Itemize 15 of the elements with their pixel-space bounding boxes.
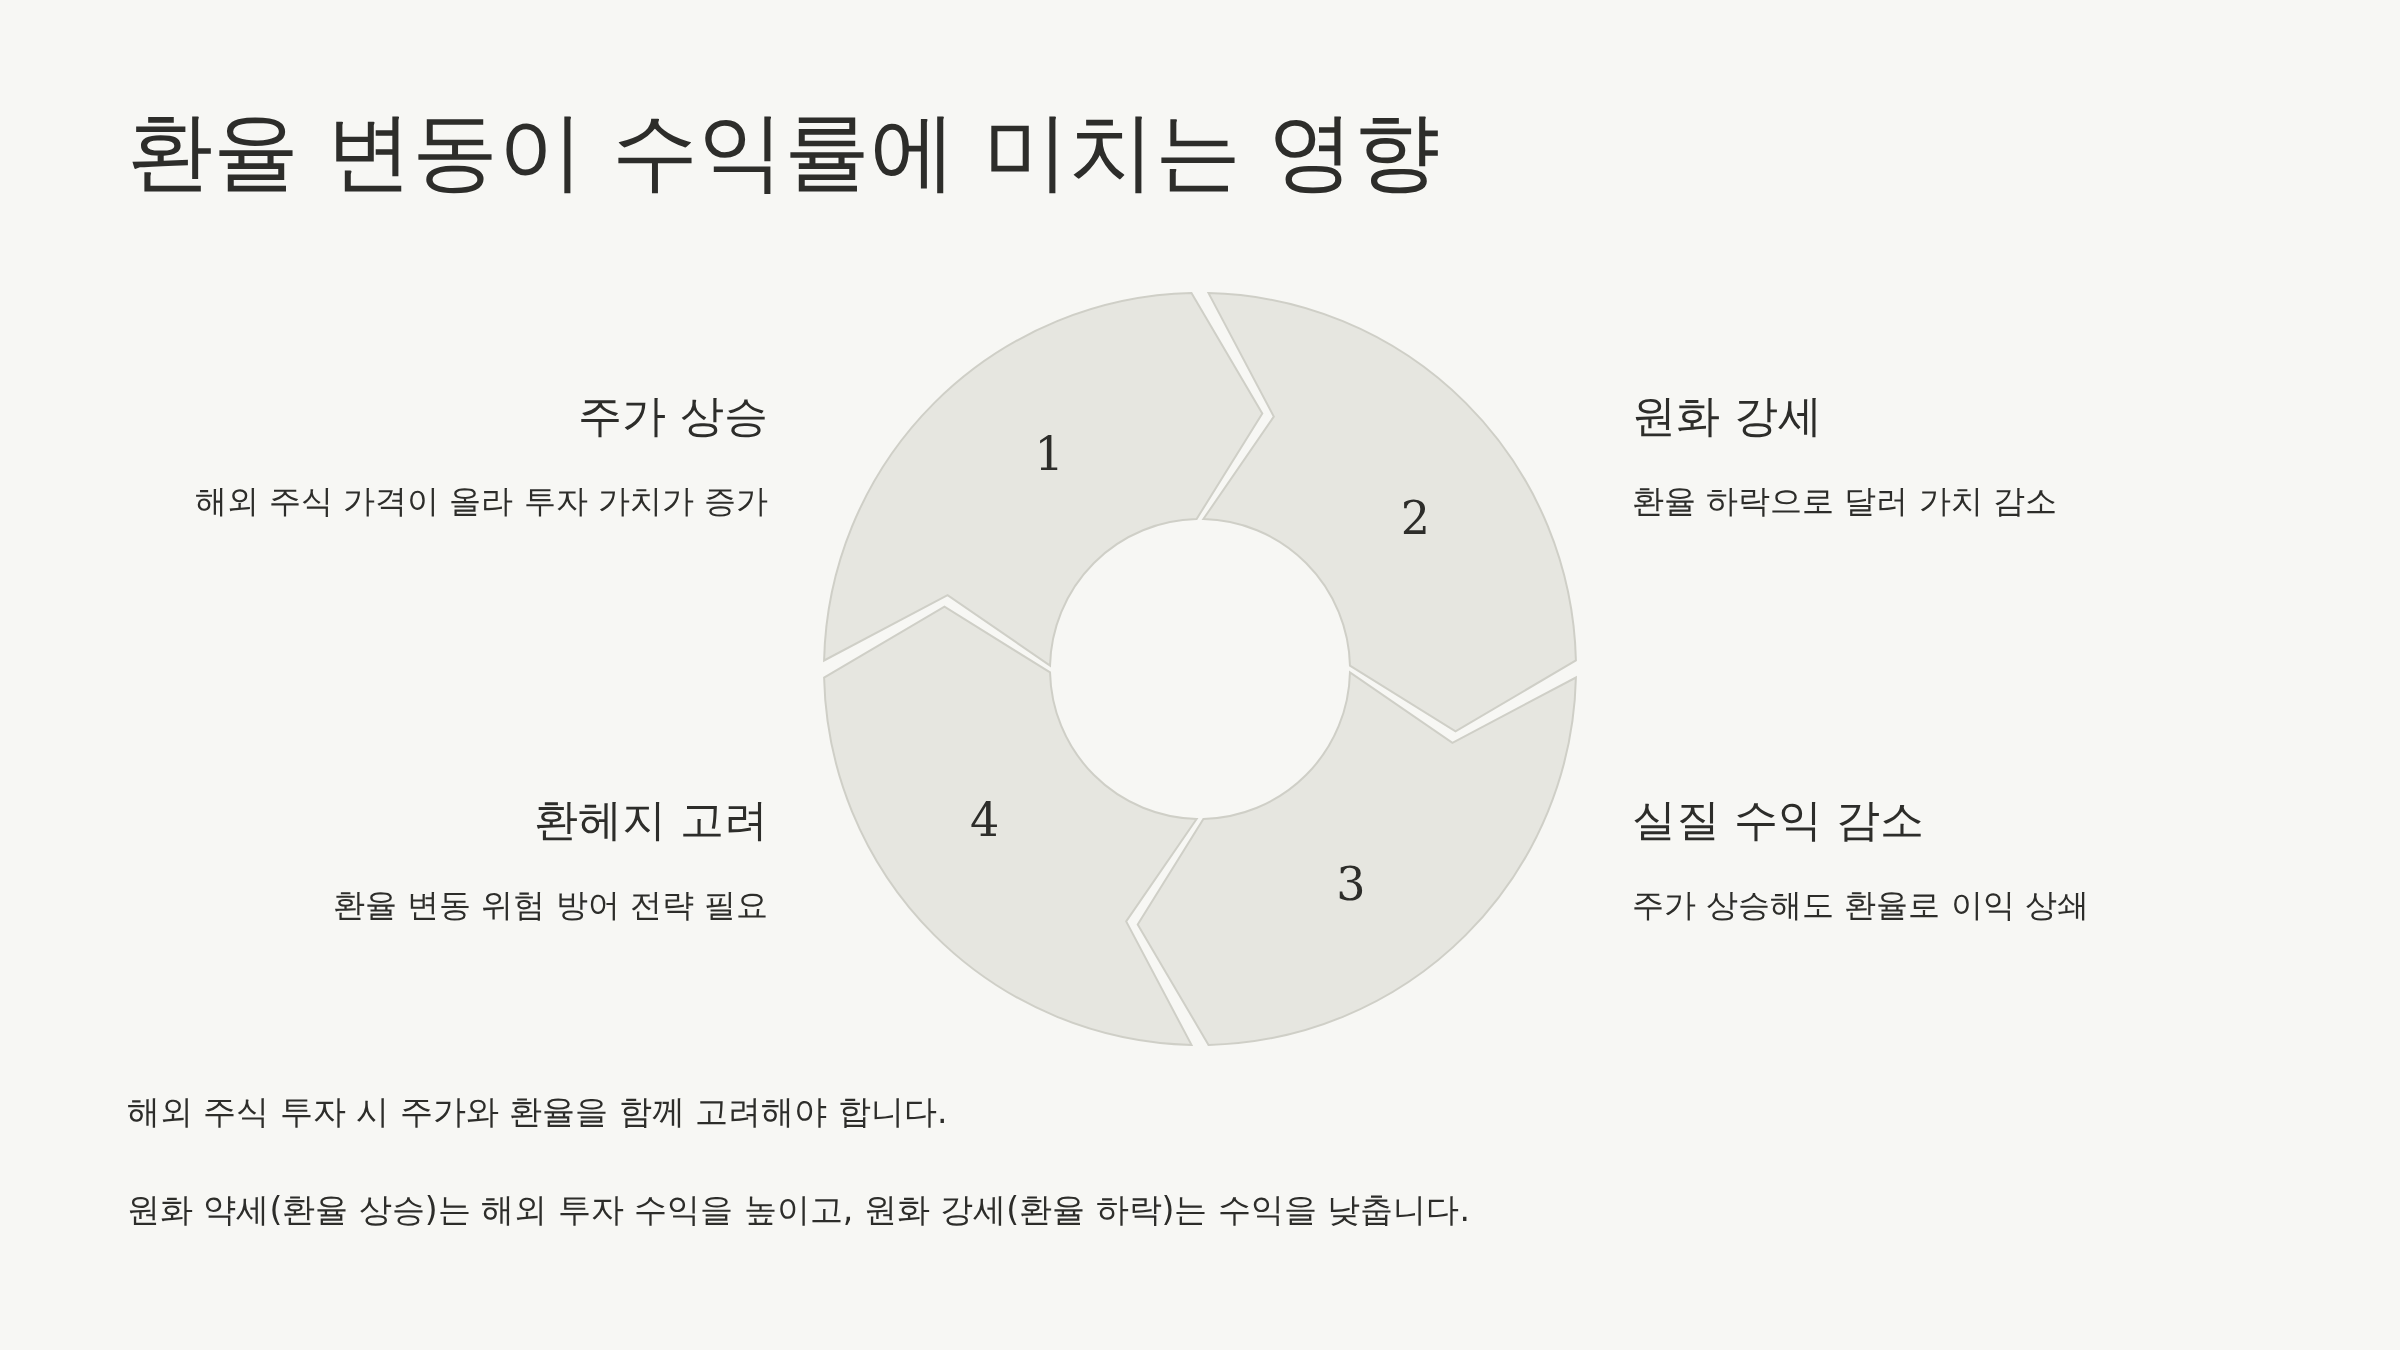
step-heading: 실질 수익 감소 [1632,794,1924,847]
step-description: 해외 주식 가격이 올라 투자 가치가 증가 [194,482,768,521]
step-number: 4 [969,796,1000,843]
step-description: 주가 상승해도 환율로 이익 상쇄 [1632,886,2089,925]
step-number: 2 [1400,495,1431,542]
step-number: 3 [1336,861,1366,908]
note-text: 해외 주식 투자 시 주가와 환율을 함께 고려해야 합니다. [127,1092,948,1132]
step-description: 환율 변동 위험 방어 전략 필요 [333,886,768,925]
step-number: 1 [1034,430,1064,477]
step-heading: 환헤지 고려 [534,794,768,847]
title: 환율 변동이 수익률에 미치는 영향 [127,100,1441,203]
note-text: 원화 약세(환율 상승)는 해외 투자 수익을 높이고, 원화 강세(환율 하락)는 수익을 낮춥니다. [127,1190,1470,1230]
step-description: 환율 하락으로 달러 가치 감소 [1632,482,2057,521]
step-heading: 원화 강세 [1632,390,1822,443]
step-heading: 주가 상승 [578,390,768,443]
